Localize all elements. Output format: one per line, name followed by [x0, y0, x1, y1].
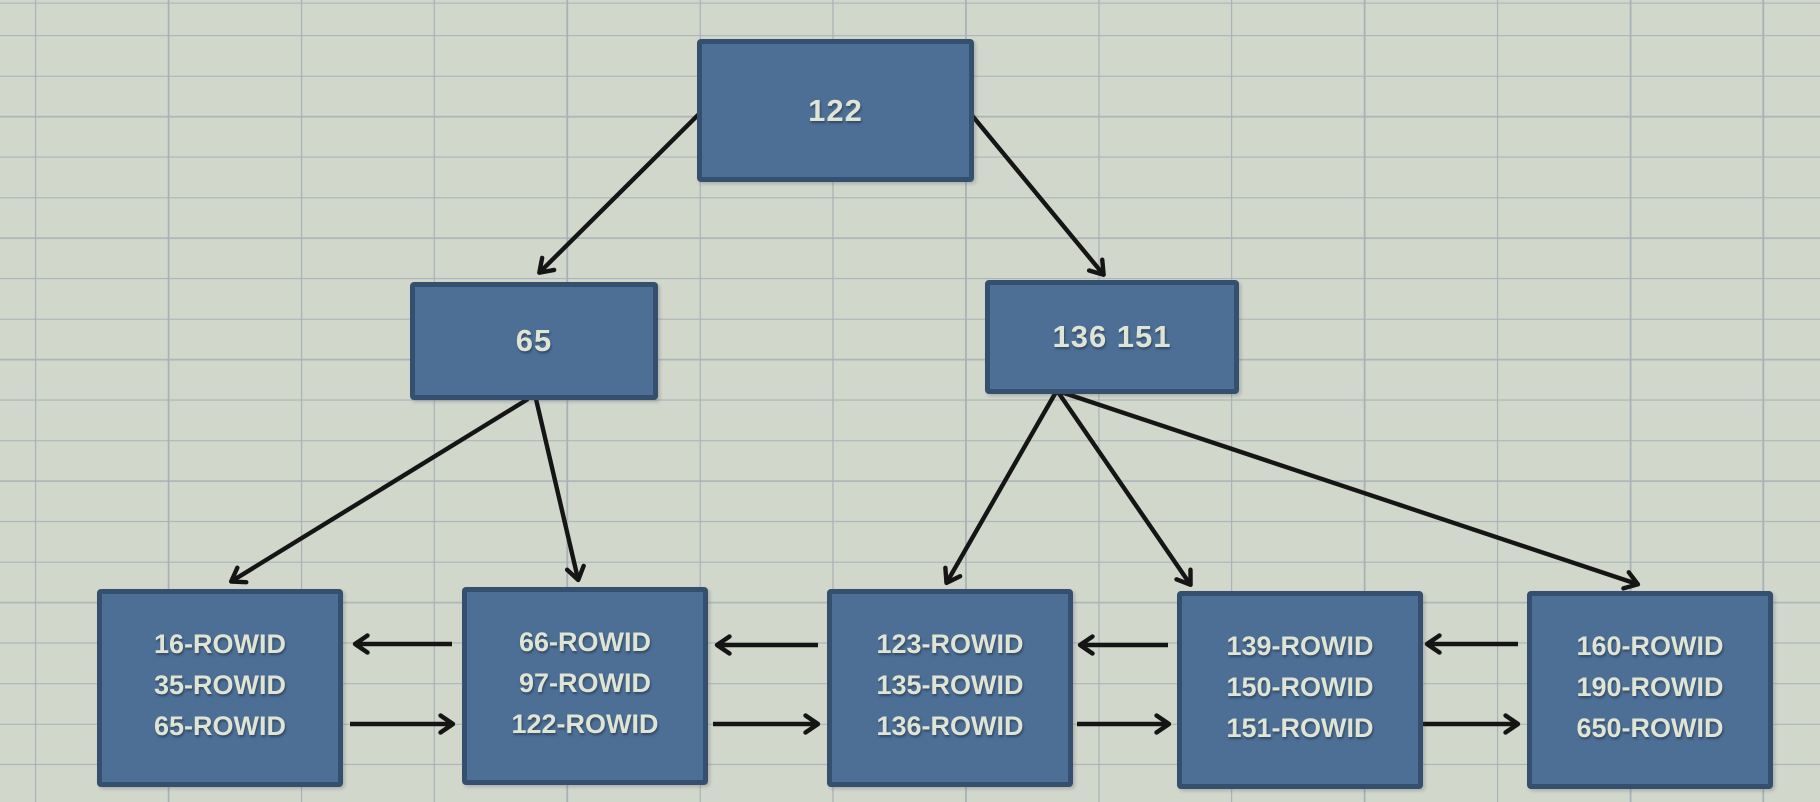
edge-root-to-branch-0 [537, 111, 702, 275]
leaf-entry: 151-ROWID [1226, 713, 1374, 743]
edge-root-to-branch-1 [968, 111, 1106, 277]
edge-branch-1-to-leaf-2 [943, 390, 1058, 586]
btree-leaf-node-3[interactable]: 123-ROWID 135-ROWID 136-ROWID [827, 589, 1073, 787]
leaf-entry: 139-ROWID [1226, 631, 1374, 661]
edge-branch-1-to-leaf-4 [1060, 389, 1641, 591]
leaf-entry: 35-ROWID [153, 670, 286, 700]
leaf-entry: 650-ROWID [1576, 713, 1724, 743]
btree-leaf-node-1[interactable]: 16-ROWID 35-ROWID 65-ROWID [97, 589, 343, 787]
edge-branch-0-to-leaf-1 [533, 398, 586, 583]
leaf-entry: 122-ROWID [511, 709, 659, 739]
leaf-entry: 150-ROWID [1226, 672, 1374, 702]
leaf-entries: 160-ROWID 190-ROWID 650-ROWID [1576, 626, 1723, 749]
btree-leaf-node-4[interactable]: 139-ROWID 150-ROWID 151-ROWID [1177, 591, 1423, 789]
edge-branch-0-to-leaf-0 [228, 397, 530, 585]
leaf-entries: 66-ROWID 97-ROWID 122-ROWID [511, 622, 658, 745]
leaf-entries: 139-ROWID 150-ROWID 151-ROWID [1226, 626, 1373, 749]
btree-leaf-node-2[interactable]: 66-ROWID 97-ROWID 122-ROWID [462, 587, 708, 785]
leaf-entry: 136-ROWID [876, 711, 1024, 741]
root-node-label: 122 [808, 92, 863, 128]
leaf-entry: 190-ROWID [1576, 672, 1724, 702]
branch-node-label: 136 151 [1052, 319, 1172, 354]
btree-leaf-node-5[interactable]: 160-ROWID 190-ROWID 650-ROWID [1527, 591, 1773, 789]
leaf-entry: 16-ROWID [153, 629, 286, 659]
branch-node-label: 65 [515, 323, 553, 358]
leaf-entry: 65-ROWID [153, 711, 286, 741]
btree-branch-node-right[interactable]: 136 151 [985, 280, 1239, 394]
leaf-entry: 160-ROWID [1576, 631, 1724, 661]
leaf-entry: 97-ROWID [518, 668, 651, 698]
leaf-entry: 135-ROWID [876, 670, 1024, 700]
leaf-entries: 16-ROWID 35-ROWID 65-ROWID [154, 624, 286, 747]
leaf-entry: 66-ROWID [518, 627, 651, 657]
btree-branch-node-left[interactable]: 65 [410, 282, 658, 400]
btree-root-node[interactable]: 122 [697, 39, 974, 182]
edge-branch-1-to-leaf-3 [1056, 390, 1193, 588]
leaf-entries: 123-ROWID 135-ROWID 136-ROWID [876, 624, 1023, 747]
leaf-entry: 123-ROWID [876, 629, 1024, 659]
